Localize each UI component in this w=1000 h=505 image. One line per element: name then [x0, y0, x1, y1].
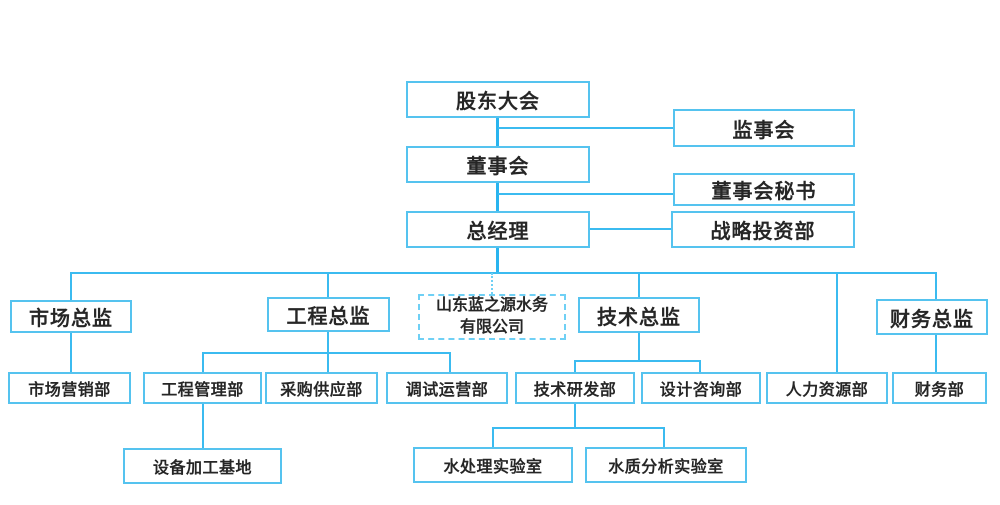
connector	[496, 248, 499, 273]
node-technical-director: 技术总监	[578, 297, 700, 333]
connector	[935, 335, 937, 372]
connector	[498, 127, 673, 129]
connector	[202, 352, 204, 372]
node-water-treatment-lab: 水处理实验室	[413, 447, 573, 483]
connector	[496, 183, 499, 211]
connector	[492, 427, 494, 447]
node-marketing-director: 市场总监	[10, 300, 132, 333]
connector	[202, 352, 451, 354]
node-finance-director: 财务总监	[876, 299, 988, 335]
connector	[327, 332, 329, 352]
node-shareholders-meeting: 股东大会	[406, 81, 590, 118]
connector-spine	[70, 272, 937, 274]
connector	[498, 193, 673, 195]
connector	[663, 427, 665, 447]
connector	[496, 118, 499, 146]
node-engineering-director: 工程总监	[267, 297, 390, 332]
company-name-line1: 山东蓝之源水务	[435, 297, 548, 315]
node-design-consulting-dept: 设计咨询部	[641, 372, 761, 404]
connector	[574, 360, 701, 362]
node-engineering-management-dept: 工程管理部	[143, 372, 262, 404]
connector	[638, 333, 640, 360]
node-general-manager: 总经理	[406, 211, 590, 248]
connector	[836, 272, 838, 372]
connector	[327, 272, 329, 297]
connector-dotted	[491, 273, 493, 294]
connector	[70, 272, 72, 300]
connector	[70, 333, 72, 372]
connector	[202, 404, 204, 448]
connector	[699, 360, 701, 372]
node-procurement-supply-dept: 采购供应部	[265, 372, 378, 404]
connector	[574, 404, 576, 427]
node-tech-rnd-dept: 技术研发部	[515, 372, 635, 404]
node-hr-dept: 人力资源部	[766, 372, 888, 404]
connector	[935, 272, 937, 299]
connector	[492, 427, 664, 429]
node-company-name: 山东蓝之源水务 有限公司	[418, 294, 566, 340]
node-strategic-investment-dept: 战略投资部	[671, 211, 855, 248]
node-board-secretary: 董事会秘书	[673, 173, 855, 206]
connector	[327, 352, 329, 372]
node-marketing-dept: 市场营销部	[8, 372, 131, 404]
node-finance-dept: 财务部	[892, 372, 987, 404]
connector	[449, 352, 451, 372]
connector	[590, 228, 671, 230]
connector	[574, 360, 576, 372]
node-supervisory-board: 监事会	[673, 109, 855, 147]
connector	[638, 272, 640, 297]
node-board-of-directors: 董事会	[406, 146, 590, 183]
node-water-quality-analysis-lab: 水质分析实验室	[585, 447, 747, 483]
node-commissioning-operations-dept: 调试运营部	[386, 372, 508, 404]
node-equipment-processing-base: 设备加工基地	[123, 448, 282, 484]
company-name-line2: 有限公司	[459, 319, 524, 336]
